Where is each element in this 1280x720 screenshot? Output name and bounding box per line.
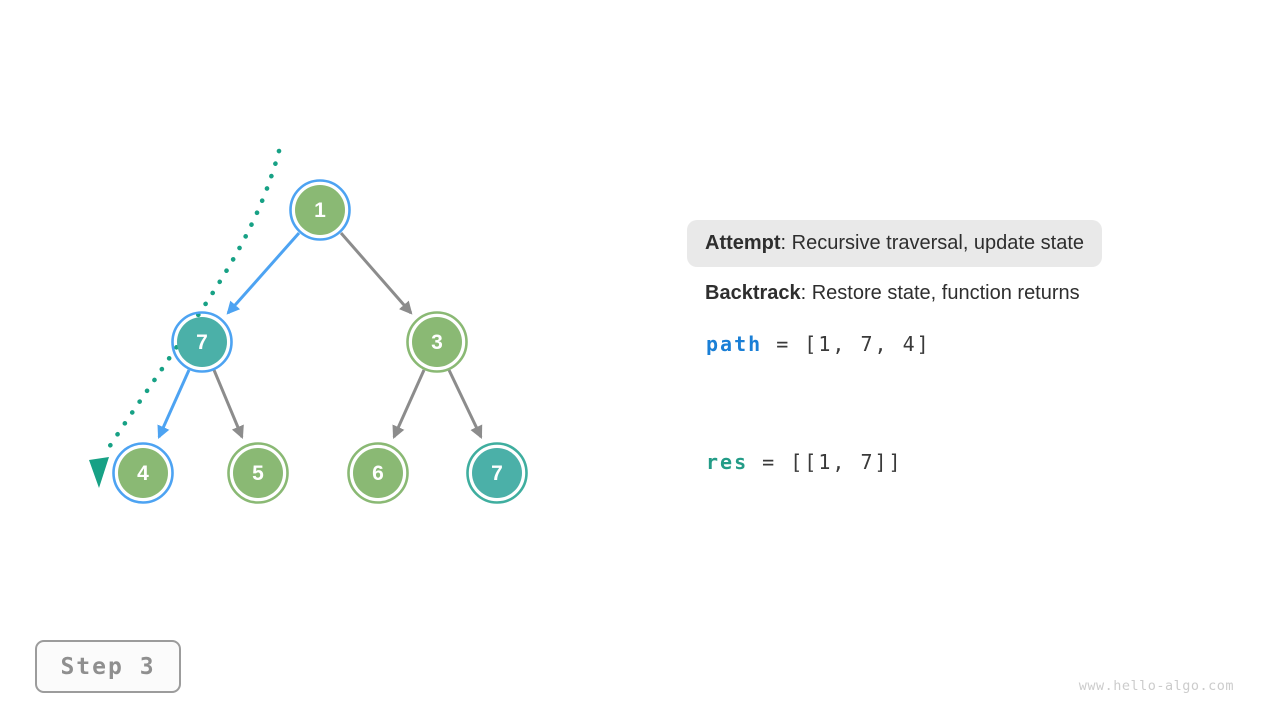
backtrack-trace-path <box>103 148 282 455</box>
tree-node-3: 3 <box>406 311 468 373</box>
node-circle <box>353 448 403 498</box>
node-ring <box>466 442 528 504</box>
edge-1-3 <box>339 232 413 315</box>
step-indicator: Step 3 <box>35 640 181 693</box>
node-value: 7 <box>491 462 503 485</box>
node-value: 6 <box>372 462 384 485</box>
attempt-text: : Recursive traversal, update state <box>780 232 1085 254</box>
node-value: 5 <box>252 462 264 485</box>
edge-3-6 <box>392 369 426 439</box>
trace-arrowhead-icon <box>89 457 109 488</box>
tree-node-7-left: 7 <box>171 311 233 373</box>
path-variable-value: = [1, 7, 4] <box>762 332 931 356</box>
node-ring <box>112 442 174 504</box>
node-circle <box>233 448 283 498</box>
edge-7-4 <box>157 369 191 439</box>
node-ring <box>289 179 351 241</box>
edge-1-7 <box>226 232 301 315</box>
tree-node-7-right: 7 <box>466 442 528 504</box>
tree-node-5: 5 <box>227 442 289 504</box>
node-ring <box>406 311 468 373</box>
node-value: 3 <box>431 331 443 354</box>
backtrack-text: : Restore state, function returns <box>800 282 1080 304</box>
node-value: 1 <box>314 199 326 222</box>
node-ring <box>347 442 409 504</box>
step-label: Step 3 <box>60 653 156 680</box>
tree-node-6: 6 <box>347 442 409 504</box>
node-value: 7 <box>196 331 208 354</box>
node-circle <box>295 185 345 235</box>
path-variable-name: path <box>706 332 763 356</box>
tree-node-4: 4 <box>112 442 174 504</box>
tree-node-1: 1 <box>289 179 351 241</box>
path-variable-line: path = [1, 7, 4] <box>706 332 931 356</box>
node-circle <box>118 448 168 498</box>
res-variable-value: = [[1, 7]] <box>748 450 903 474</box>
watermark: www.hello-algo.com <box>1078 678 1234 694</box>
node-circle <box>472 448 522 498</box>
attempt-callout: Attempt: Recursive traversal, update sta… <box>687 220 1103 267</box>
node-circle <box>412 317 462 367</box>
node-value: 4 <box>137 462 149 485</box>
backtrack-line: Backtrack: Restore state, function retur… <box>705 282 1080 305</box>
node-ring <box>227 442 289 504</box>
attempt-label: Attempt <box>705 232 781 254</box>
edge-3-7 <box>447 369 483 439</box>
res-variable-name: res <box>706 450 749 474</box>
edge-7-5 <box>212 369 244 439</box>
node-circle <box>177 317 227 367</box>
node-ring <box>171 311 233 373</box>
res-variable-line: res = [[1, 7]] <box>706 450 903 474</box>
backtrack-label: Backtrack <box>705 282 801 304</box>
